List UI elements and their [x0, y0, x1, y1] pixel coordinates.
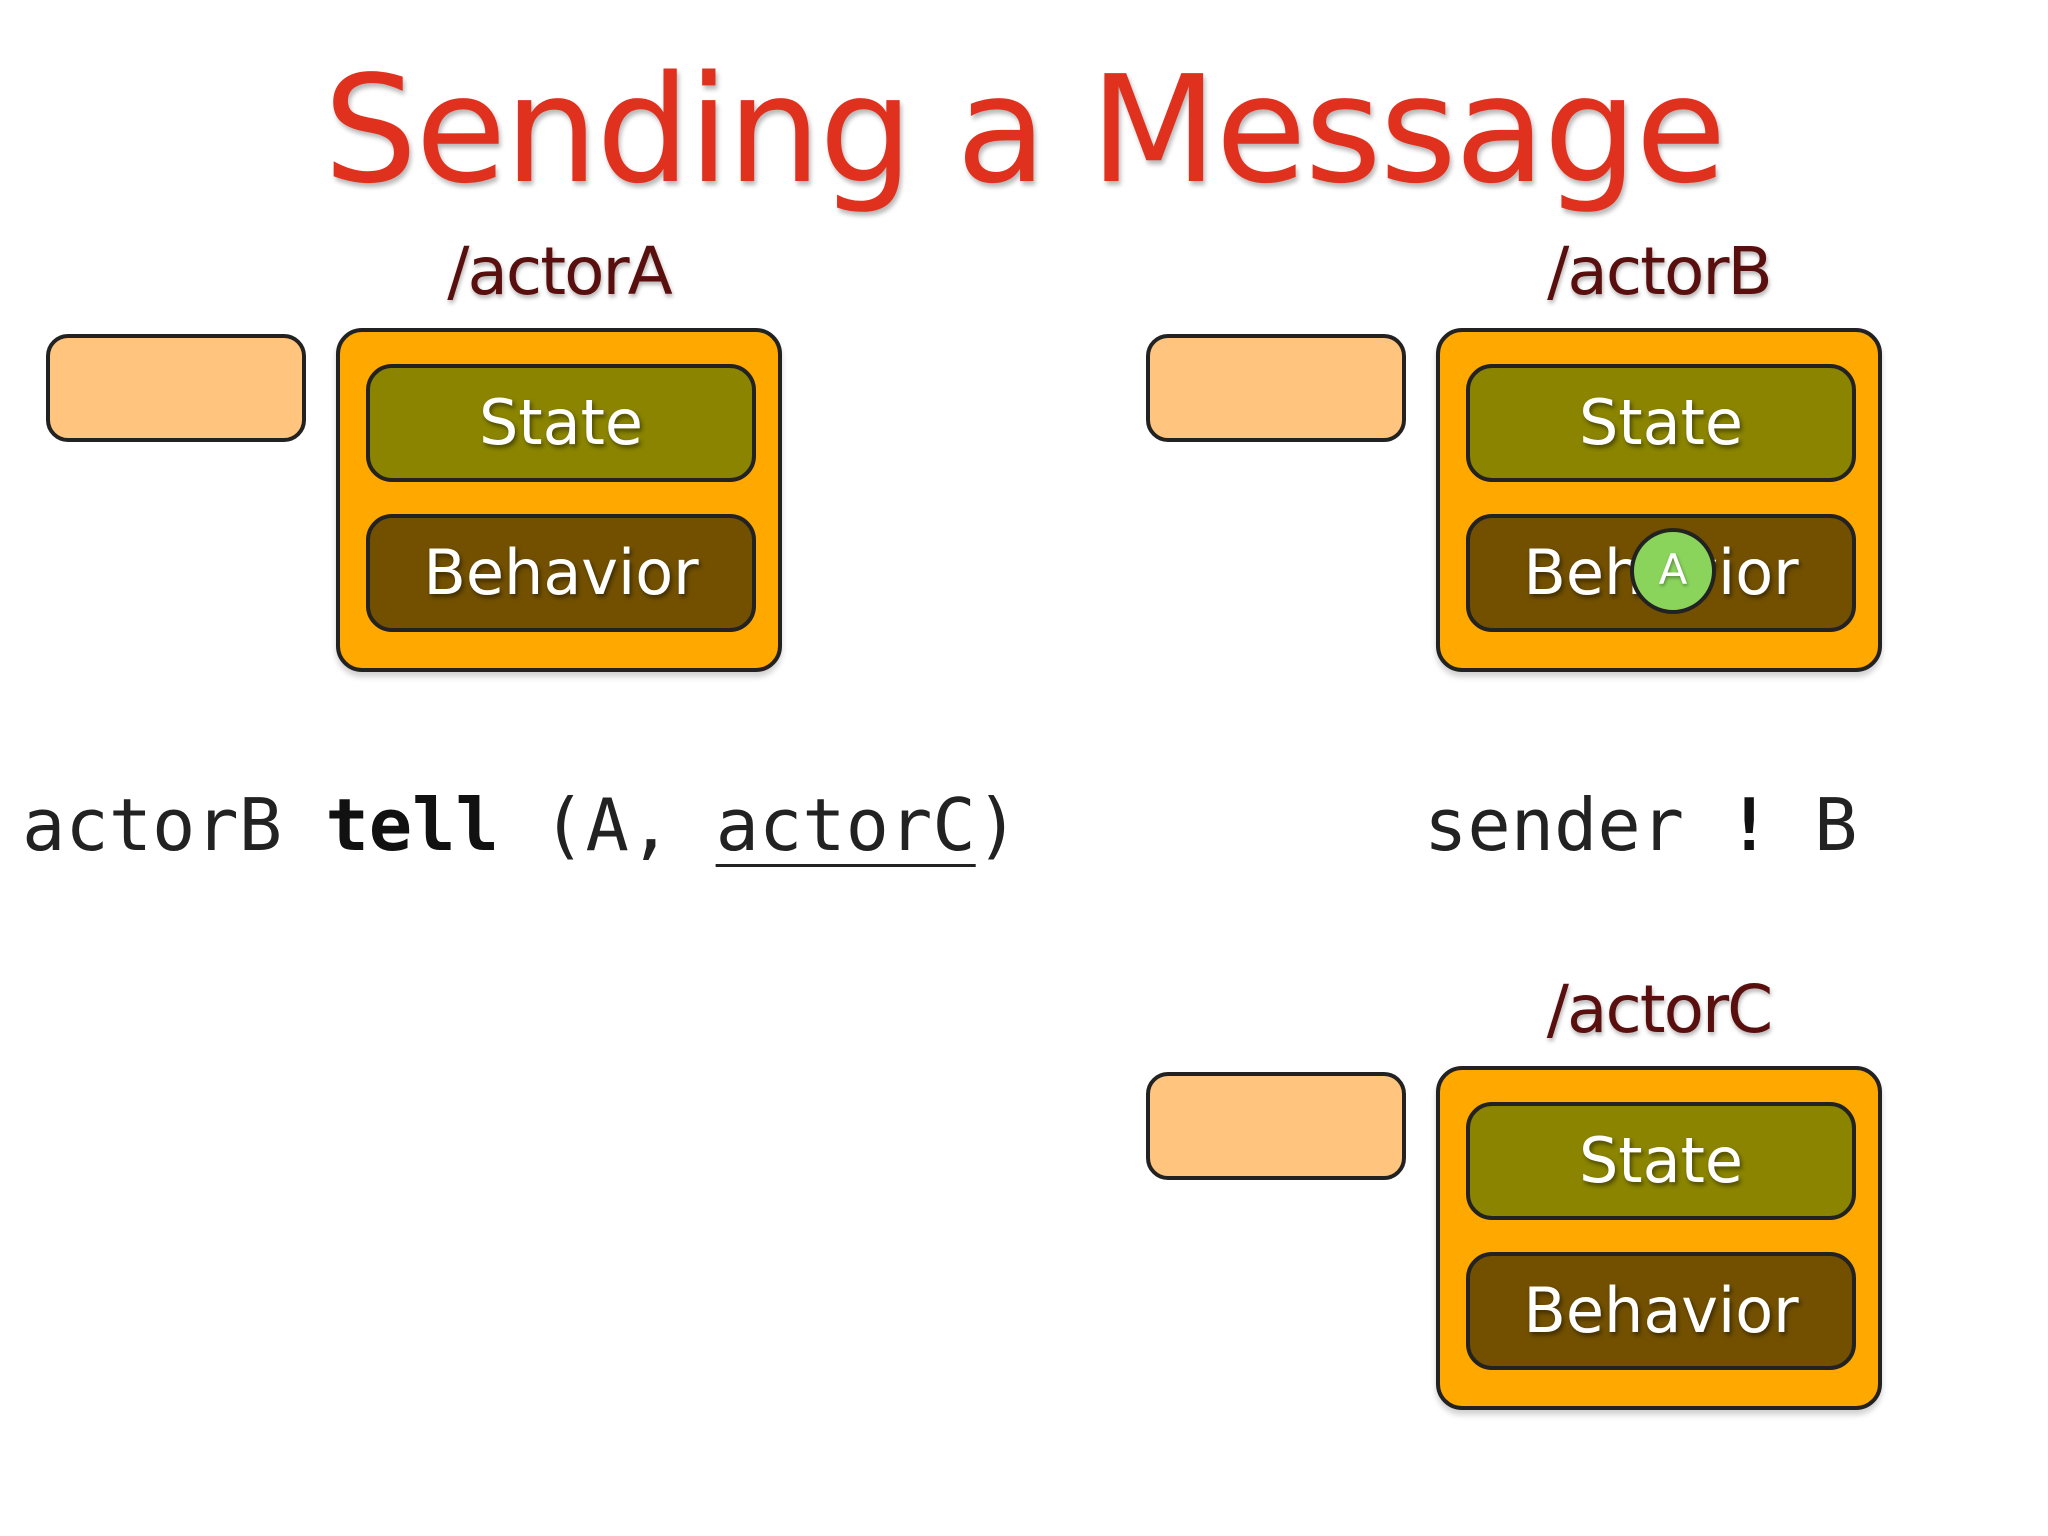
actor-a-behavior: Behavior	[366, 514, 756, 632]
tell-close: )	[975, 783, 1020, 867]
actor-a-label: /actorA	[447, 233, 673, 310]
actor-a-mailbox	[46, 334, 306, 442]
actor-c-label: /actorC	[1546, 971, 1773, 1048]
actor-c-behavior: Behavior	[1466, 1252, 1856, 1370]
actor-b-state: State	[1466, 364, 1856, 482]
reply-target: sender	[1424, 783, 1685, 867]
actor-c-state: State	[1466, 1102, 1856, 1220]
actor-a-state: State	[366, 364, 756, 482]
message-a-token: A	[1630, 528, 1716, 614]
reply-message: B	[1814, 783, 1858, 867]
reply-code-line: sender ! B	[1424, 780, 1858, 870]
actor-b-box: State Behavior A	[1436, 328, 1882, 672]
tell-keyword: tell	[325, 783, 499, 867]
actor-b-mailbox	[1146, 334, 1406, 442]
actor-c-mailbox	[1146, 1072, 1406, 1180]
tell-open: (A,	[542, 783, 673, 867]
actor-a-box: State Behavior	[336, 328, 782, 672]
actor-b-label: /actorB	[1547, 233, 1773, 310]
tell-code-line: actorB tell (A, actorC)	[22, 780, 1019, 870]
tell-sender-arg: actorC	[715, 783, 976, 867]
slide-title: Sending a Message	[323, 44, 1726, 216]
actor-c-box: State Behavior	[1436, 1066, 1882, 1410]
reply-operator: !	[1727, 783, 1771, 867]
tell-receiver: actorB	[22, 783, 283, 867]
